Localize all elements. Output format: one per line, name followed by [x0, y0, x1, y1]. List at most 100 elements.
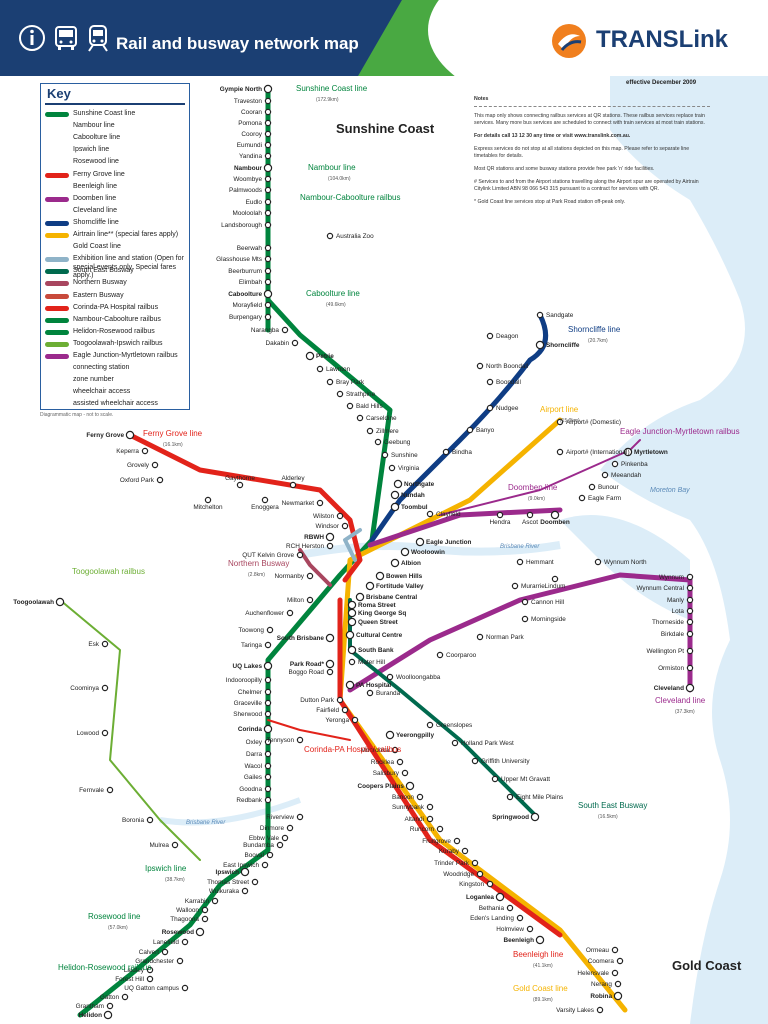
station-label: Sherwood	[233, 711, 262, 718]
key-label: Doomben line	[73, 194, 117, 202]
station-label: East Ipswich	[223, 862, 259, 869]
station-label: Ormiston	[658, 665, 684, 672]
water-body	[560, 515, 690, 620]
station-marker	[264, 244, 272, 252]
station-label: Graceville	[234, 700, 263, 707]
station-marker	[347, 608, 357, 618]
station-label: PA Hospital	[356, 682, 391, 689]
station-label: Banoon	[392, 794, 414, 801]
station-label: Clayfield	[436, 511, 461, 518]
station-marker	[611, 460, 619, 468]
station-marker	[535, 935, 545, 945]
station-marker	[266, 626, 274, 634]
station-marker	[390, 502, 400, 512]
station-marker	[521, 615, 529, 623]
line-label: South East Busway	[578, 801, 647, 810]
station-label: Morningside	[531, 616, 566, 623]
station-label: Morayfield	[233, 302, 263, 309]
station-marker	[491, 775, 499, 783]
station-marker	[623, 447, 633, 457]
station-marker	[390, 558, 400, 568]
route-line	[337, 597, 563, 938]
station-label: Glasshouse Mts	[216, 256, 262, 263]
station-label: Robina	[590, 993, 612, 1000]
station-label: Bray Park	[336, 379, 365, 386]
station-marker	[264, 186, 272, 194]
station-marker	[375, 571, 385, 581]
station-marker	[347, 600, 357, 610]
key-swatch	[45, 281, 69, 287]
station-label: Walloon	[176, 907, 199, 914]
station-label: Myrtletown	[634, 449, 668, 456]
station-marker	[55, 597, 65, 607]
station-label: Dakabin	[266, 340, 290, 347]
station-label: Ebbw Vale	[249, 835, 280, 842]
station-label: Boondall	[496, 379, 521, 386]
station-marker	[506, 793, 514, 801]
station-label: Beenleigh	[503, 937, 534, 944]
station-label: Holland Park West	[461, 740, 514, 747]
station-label: Bundamba	[243, 842, 274, 849]
station-marker	[556, 418, 564, 426]
station-marker	[306, 572, 314, 580]
station-label: Riverview	[266, 814, 294, 821]
station-marker	[211, 897, 219, 905]
line-label: Caboolture line	[306, 289, 360, 298]
station-label: Coominya	[70, 685, 99, 692]
station-label: Mulrea	[149, 842, 169, 849]
station-marker	[264, 141, 272, 149]
station-marker	[596, 1006, 604, 1014]
station-label: Enoggera	[251, 504, 279, 511]
station-label: Grantham	[76, 1003, 104, 1010]
station-label: Buranda	[376, 690, 401, 697]
station-label: Calvert	[139, 949, 159, 956]
key-swatch	[45, 341, 69, 347]
station-label: Varsity Lakes	[556, 1007, 594, 1014]
key-label: Toogoolawah-Ipswich railbus	[73, 339, 163, 347]
station-label: Lanefield	[153, 939, 179, 946]
station-label: Yeerongpilly	[396, 732, 434, 739]
station-marker	[146, 975, 154, 983]
station-markers	[55, 84, 695, 1020]
region-label: Gold Coast	[672, 958, 742, 973]
key-label: connecting station	[73, 364, 130, 372]
line-distance: (38.7km)	[165, 877, 185, 883]
station-label: Auchenflower	[245, 610, 285, 617]
station-marker	[264, 278, 272, 286]
key-label: Nambour line	[73, 122, 115, 130]
station-marker	[264, 209, 272, 217]
station-label: Rosewood	[162, 929, 194, 936]
station-label: Virginia	[398, 465, 420, 472]
station-label: UQ Gatton campus	[124, 985, 179, 992]
line-distance: (41.1km)	[533, 963, 553, 969]
water-areas	[159, 76, 768, 1024]
station-marker	[264, 796, 272, 804]
station-marker	[461, 847, 469, 855]
line-distance: (57.0km)	[108, 925, 128, 931]
station-label: King George Sq	[358, 610, 406, 617]
key-label: Caboolture line	[73, 134, 121, 142]
station-label: Milton	[287, 597, 304, 604]
route-line	[298, 548, 332, 587]
station-marker	[594, 558, 602, 566]
station-label: Norman Park	[486, 634, 524, 641]
station-marker	[289, 481, 297, 489]
station-label: Redbank	[236, 797, 262, 804]
station-label: Elimbah	[239, 279, 263, 286]
station-label: Wynnum North	[604, 559, 647, 566]
station-label: Wellington Pt	[646, 648, 684, 655]
station-label: Laidley	[124, 967, 145, 974]
station-label: North Boondall	[486, 363, 528, 370]
station-label: Nudgee	[496, 405, 519, 412]
station-label: Traveston	[234, 98, 263, 105]
river-band	[159, 797, 302, 826]
station-label: Bindha	[452, 449, 472, 456]
station-label: Bunour	[598, 484, 619, 491]
station-marker	[156, 476, 164, 484]
station-label: Pinkenba	[621, 461, 648, 468]
key-label: South East Busway	[73, 267, 134, 275]
station-marker	[263, 163, 273, 173]
notes-paragraph: For details call 13 12 30 any time or vi…	[474, 133, 631, 139]
station-label: South Bank	[358, 647, 394, 654]
station-label: Cooran	[241, 109, 262, 116]
